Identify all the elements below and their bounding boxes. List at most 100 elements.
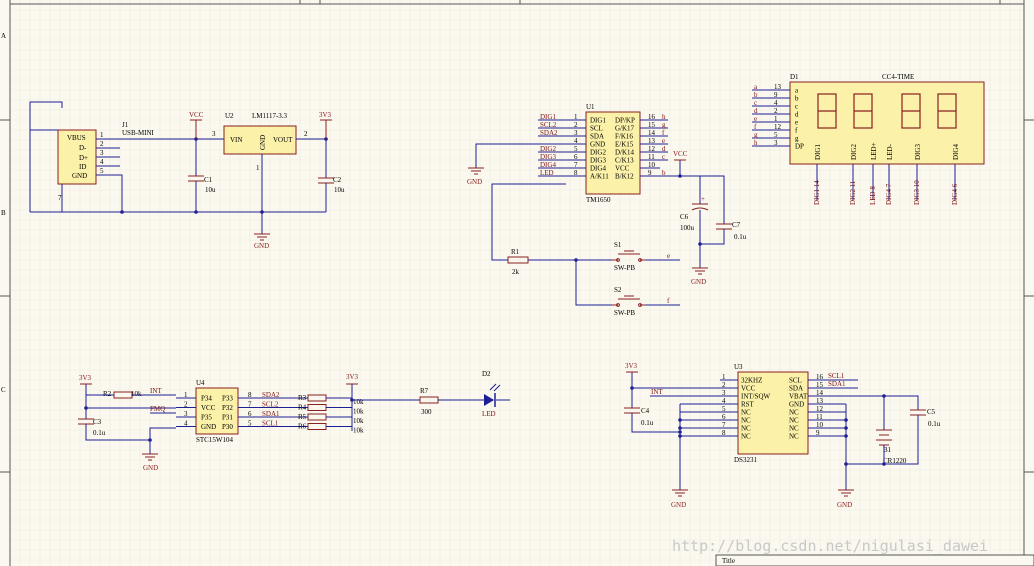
svg-text:2: 2	[304, 130, 308, 138]
tm1650-right-pin-num: 16	[648, 113, 656, 121]
tm1650-right-pin-num: 11	[648, 153, 655, 161]
svg-text:10u: 10u	[205, 186, 216, 194]
mcu-left-pin-num: 3	[184, 410, 188, 418]
svg-text:3V3: 3V3	[625, 362, 638, 370]
battery-b1[interactable]: B1 CR1220	[876, 429, 907, 465]
v33-power-flag-3: 3V3	[346, 373, 359, 385]
svg-text:B1: B1	[883, 446, 892, 454]
pullup-value: 10k	[353, 408, 364, 416]
mcu-right-net: SCL2	[262, 401, 279, 409]
usb-pin-id: ID	[79, 163, 86, 171]
tm1650-right-pin-num: 13	[648, 137, 656, 145]
svg-text:D1: D1	[790, 73, 799, 81]
svg-text:3V3: 3V3	[346, 373, 359, 381]
resistor-r1[interactable]: R1 2k	[507, 248, 529, 276]
usb-pinnum-4: 4	[100, 158, 104, 166]
tm1650-left-pin-num: 6	[574, 153, 578, 161]
svg-text:R1: R1	[511, 248, 520, 256]
s1-net-label: e	[667, 252, 670, 260]
usb-pin-vbus: VBUS	[67, 134, 86, 142]
mcu-right-pin-name: P31	[222, 414, 233, 422]
mcu-left-pin-name: P35	[201, 414, 212, 422]
rtc-left-pin-name: NC	[741, 433, 751, 441]
display-digit-label: LED+	[870, 142, 878, 160]
pullup-resistor[interactable]	[307, 413, 327, 421]
switch-s1[interactable]: S1 SW-PB	[612, 241, 646, 272]
led-d2[interactable]: D2 LED	[482, 370, 501, 418]
usb-pinnum-3: 3	[100, 149, 104, 157]
display-pin-num: 5	[774, 131, 778, 139]
svg-text:GND: GND	[143, 464, 158, 472]
svg-text:SW-PB: SW-PB	[614, 309, 635, 317]
svg-text:D2: D2	[482, 370, 491, 378]
tm1650-left-pins: DIG11DIG1SCL2SCL2SDA3SDA2GND4DIG25DIG2DI…	[538, 113, 609, 181]
ldo-regulator-u2[interactable]: VIN VOUT GND U2 LM1117-3.3 3 2 1	[212, 112, 308, 172]
svg-text:GND: GND	[671, 501, 686, 509]
pullup-resistor[interactable]	[307, 404, 327, 411]
display-pin-num: 1	[774, 115, 778, 123]
mcu-right-pin-name: P32	[222, 404, 233, 412]
rtc-right-pin-num: 12	[816, 405, 824, 413]
svg-text:Title: Title	[722, 557, 735, 565]
svg-text:SW-PB: SW-PB	[614, 264, 635, 272]
usb-connector[interactable]: VBUS D- D+ ID GND 1 2 3 4 5 J1 USB-MINI …	[29, 101, 155, 212]
mcu-left-pin-name: P34	[201, 395, 212, 403]
display-pin-num: 9	[774, 91, 778, 99]
tm1650-left-pin-num: 3	[574, 129, 578, 137]
mcu-left-pin-num: 2	[184, 401, 188, 409]
ground-symbol-ldo: GND	[254, 233, 270, 250]
v33-power-flag-4: 3V3	[625, 362, 638, 373]
capacitor-c1[interactable]: C1 10u	[188, 139, 216, 212]
capacitor-c4[interactable]: C4 0.1u	[624, 388, 654, 427]
svg-text:0.1u: 0.1u	[734, 233, 747, 241]
tm1650-left-pin-num: 2	[574, 121, 578, 129]
capacitor-c2[interactable]: C2 10u	[318, 139, 345, 212]
display-pin-name: DP	[795, 143, 804, 151]
capacitor-c6[interactable]: + C6 100u	[680, 195, 709, 232]
mcu-left-pin-num: 4	[184, 420, 188, 428]
svg-text:+: +	[701, 195, 705, 203]
svg-text:LED: LED	[482, 410, 496, 418]
tm1650-right-net: h	[662, 113, 666, 121]
display-net: g	[754, 131, 758, 139]
display-digit-label: DIG1	[814, 144, 822, 160]
mcu-right-net: SDA2	[262, 391, 280, 399]
svg-text:STC15W104: STC15W104	[196, 436, 233, 444]
capacitor-c3[interactable]: C3 0.1u	[78, 408, 106, 437]
svg-text:VCC: VCC	[189, 111, 204, 119]
svg-text:VCC: VCC	[673, 150, 688, 158]
tm1650-right-pin-num: 9	[648, 169, 652, 177]
usb-pin-dplus: D+	[79, 154, 88, 162]
resistor-r2[interactable]: R2 10k	[103, 390, 142, 399]
svg-text:C3: C3	[93, 418, 102, 426]
svg-text:C7: C7	[732, 221, 741, 229]
mcu-right-pin-num: 5	[248, 420, 252, 428]
seven-segment-display-d1[interactable]: D1 CC4-TIME a13ab9bc4cd2de1ef12fg5gDP3h …	[752, 73, 985, 205]
svg-text:U4: U4	[196, 379, 205, 387]
svg-text:C1: C1	[204, 176, 213, 184]
display-net: d	[754, 107, 758, 115]
tm1650-left-pin-name: A/K11	[590, 173, 609, 181]
resistor-r7[interactable]: R7 300	[419, 387, 439, 416]
rtc-right-pin-name: NC	[789, 417, 799, 425]
pullup-resistor[interactable]	[307, 423, 327, 430]
display-net: e	[754, 115, 757, 123]
tm1650-right-pin-name: E/K15	[615, 141, 634, 149]
tm1650-driver-u1[interactable]: U1 TM1650 DIG11DIG1SCL2SCL2SDA3SDA2GND4D…	[538, 103, 668, 204]
tm1650-right-pin-name: D/K14	[615, 149, 635, 157]
display-net: b	[754, 91, 758, 99]
switch-s2[interactable]: S2 SW-PB	[612, 286, 646, 317]
mcu-right-pin-num: 6	[248, 410, 252, 418]
rtc-left-pin-num: 4	[722, 397, 726, 405]
tm1650-left-net: DIG2	[540, 145, 556, 153]
display-pin-name: b	[795, 95, 799, 103]
svg-text:INT: INT	[651, 388, 663, 396]
ground-symbol-c6: GND	[691, 267, 708, 286]
capacitor-c7[interactable]: C7 0.1u	[716, 221, 747, 241]
capacitor-c5[interactable]: C5 0.1u	[910, 408, 941, 428]
display-net: h	[754, 139, 758, 147]
